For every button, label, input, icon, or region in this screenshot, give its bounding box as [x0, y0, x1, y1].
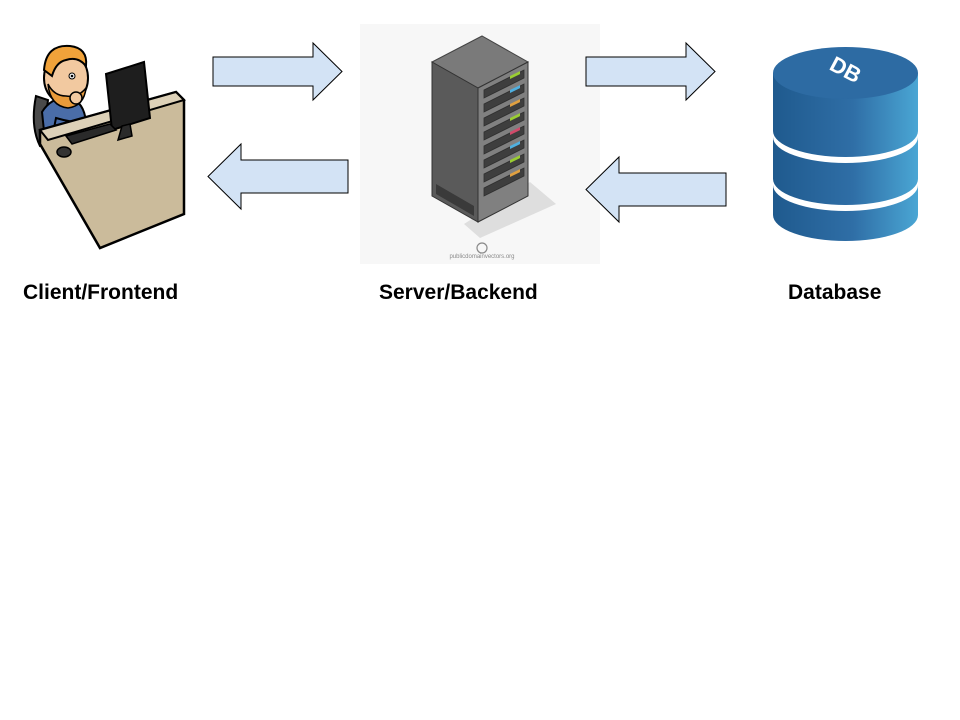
arrow-server-to-database	[585, 41, 716, 102]
arrow-left-shape	[585, 155, 727, 224]
server-label: Server/Backend	[379, 281, 538, 304]
database-cylinder-icon: DB	[773, 47, 918, 242]
arrow-right-shape	[585, 41, 716, 102]
watermark-text: publicdomainvectors.org	[449, 254, 515, 260]
server-rack-icon	[360, 24, 600, 264]
arrow-left-shape	[207, 142, 349, 211]
arrow-database-to-server	[585, 155, 727, 224]
arrow-client-to-server	[212, 41, 343, 102]
arrow-server-to-client	[207, 142, 349, 211]
arrow-right-shape	[212, 41, 343, 102]
person-at-desk-icon	[32, 44, 186, 250]
client-label: Client/Frontend	[23, 281, 179, 304]
database-label: Database	[788, 281, 882, 304]
client-illustration	[26, 26, 188, 252]
server-illustration	[360, 24, 600, 264]
database-illustration: DB	[773, 43, 918, 243]
